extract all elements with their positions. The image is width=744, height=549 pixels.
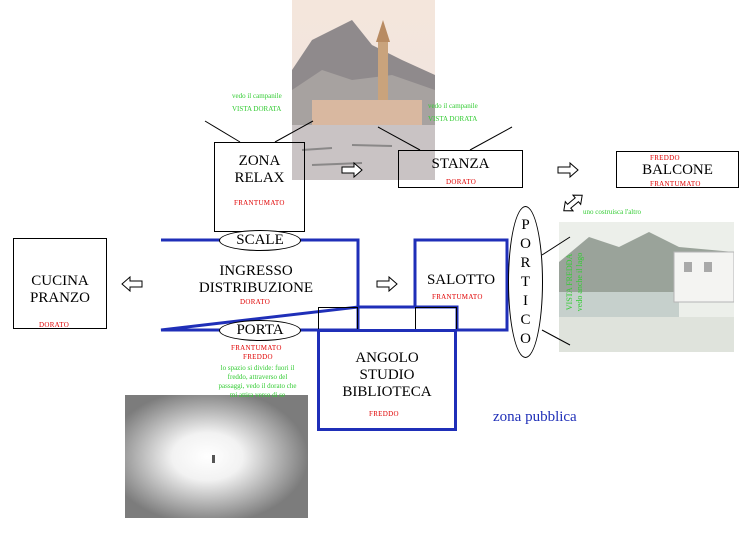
passage-square-right[interactable] [415,307,457,330]
angolo-line3: BIBLIOTECA [342,384,432,400]
balcone-note: uno costruisca l'altro [583,208,642,216]
zona-relax-line1: ZONA [238,153,281,169]
porta-connector[interactable]: PORTA [219,320,301,341]
portico-letter: O [520,235,531,252]
room-stanza[interactable] [398,150,523,188]
ingresso-line2: DISTRIBUZIONE [198,280,314,296]
angolo-label: ANGOLO STUDIO BIBLIOTECA [317,350,457,401]
zona-relax-label: ZONA RELAX [214,153,305,187]
room-cucina-pranzo[interactable] [13,238,107,329]
scale-connector[interactable]: SCALE [219,230,301,251]
angolo-temp: FREDDO [369,410,399,418]
balcone-finish: FRANTUMATO [650,180,701,188]
cucina-label: CUCINA PRANZO [13,273,107,307]
portico-letter: R [520,254,531,271]
ingresso-finish: DORATO [240,298,271,306]
lake-note-line2: vedo anche il lago [575,252,584,312]
portico-letter: I [523,292,528,309]
cucina-finish: DORATO [39,321,70,329]
portico-letter: P [521,216,530,233]
angolo-line1: ANGOLO [355,350,419,366]
room-angolo-studio[interactable] [317,329,457,431]
portico-letter: O [520,330,531,347]
photo-campanile [292,0,435,180]
cucina-line1: CUCINA [31,273,89,289]
portico-letter: C [520,311,531,328]
relax-view-line1: vedo il campanile [232,92,282,100]
porta-desc-line1: lo spazio si divide: fuori il [220,364,295,372]
room-balcone[interactable] [616,151,739,188]
lake-note: VISTA FREDDA vedo anche il lago [565,227,585,337]
lake-note-line1: VISTA FREDDA [565,253,574,311]
stanza-view-line1: vedo il campanile [428,102,478,110]
salotto-finish: FRANTUMATO [432,293,483,301]
zona-pubblica-label: zona pubblica [493,409,577,425]
balcone-temp: FREDDO [650,154,680,162]
porta-desc-line2: freddo, attraverso del [227,373,288,381]
photo-tunnel [125,395,308,518]
portico-letter: T [520,273,531,290]
porta-desc-line4: mi attira verso di se [229,391,286,399]
photo-lago [559,222,734,352]
salotto-label: SALOTTO [426,272,496,288]
stanza-label: STANZA [431,156,490,172]
zona-relax-finish: FRANTUMATO [234,199,285,207]
stanza-finish: DORATO [446,178,477,186]
cucina-line2: PRANZO [29,290,90,306]
ingresso-label: INGRESSO DISTRIBUZIONE [176,263,336,297]
porta-finish: FRANTUMATO [231,344,282,352]
zona-relax-line2: RELAX [234,170,285,186]
relax-view-line2: VISTA DORATA [232,105,282,113]
ingresso-line1: INGRESSO [219,263,293,279]
porta-description: lo spazio si divide: fuori il freddo, at… [200,364,315,400]
porta-desc-line3: passaggi, vedo il dorato che [218,382,297,390]
stanza-view-line2: VISTA DORATA [428,115,478,123]
passage-square-left[interactable] [318,307,358,330]
balcone-label: BALCONE [642,162,713,178]
angolo-line2: STUDIO [359,367,415,383]
porta-temp: FREDDO [243,353,273,361]
